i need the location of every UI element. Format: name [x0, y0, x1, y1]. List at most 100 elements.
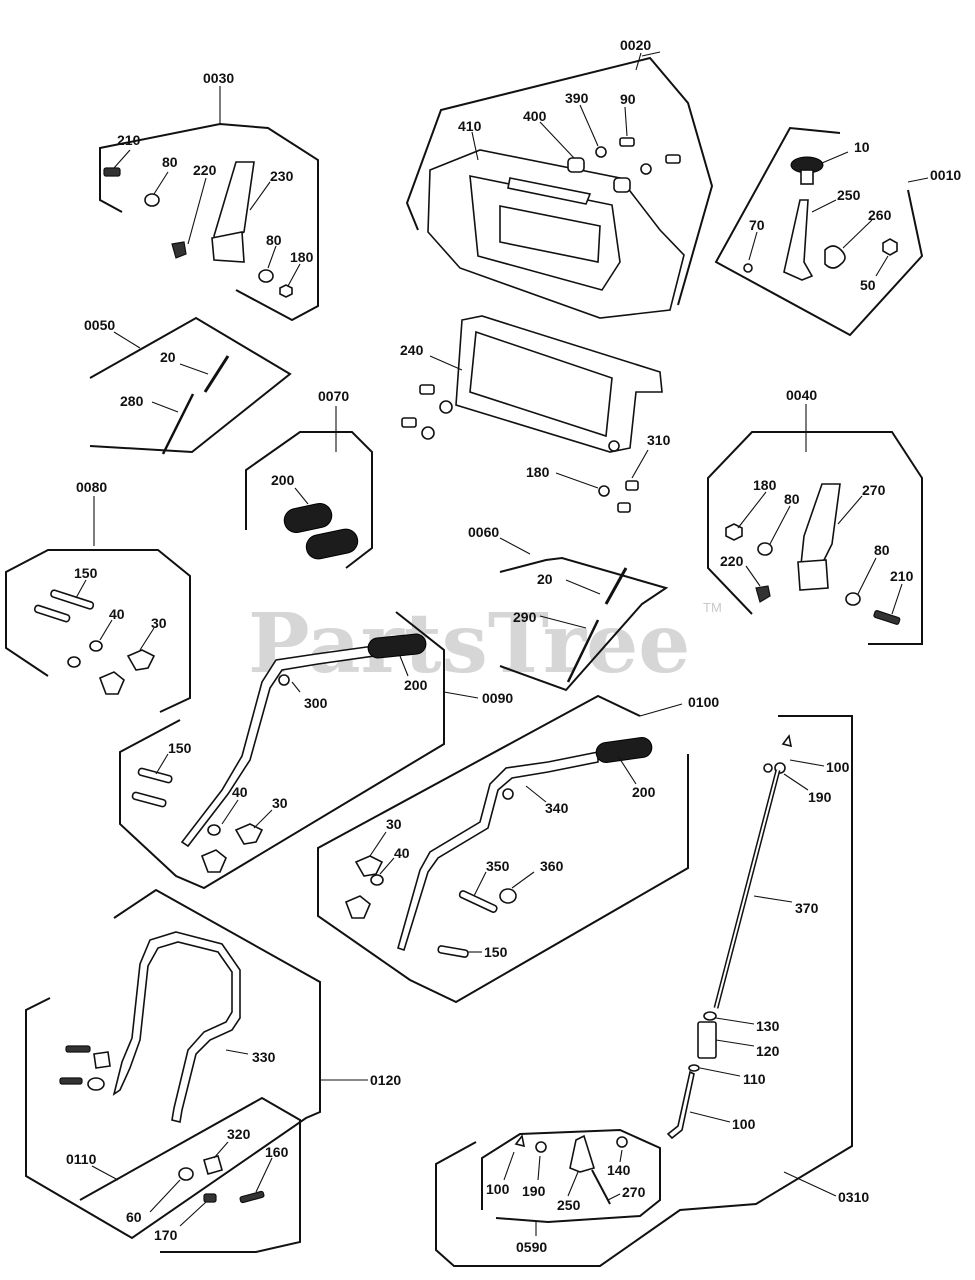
callout-150: 150 — [74, 565, 98, 581]
grip-200 — [305, 528, 359, 560]
callout-30: 30 — [272, 795, 288, 811]
callout-220: 220 — [720, 553, 744, 569]
callout-40: 40 — [232, 784, 248, 800]
callout-90: 90 — [620, 91, 636, 107]
callout-150: 150 — [484, 944, 508, 960]
label-assembly-0040: 0040 — [786, 387, 817, 403]
assembly-0310[interactable]: 0310 100 190 370 130 120 110 100 — [435, 715, 869, 1267]
label-assembly-0030: 0030 — [203, 70, 234, 86]
callout-250: 250 — [837, 187, 861, 203]
callout-60: 60 — [126, 1209, 142, 1225]
assembly-0020[interactable]: 0020 390 90 400 410 — [405, 37, 714, 319]
callout-30: 30 — [151, 615, 167, 631]
mounting-bracket-group[interactable]: 240 310 180 — [400, 315, 671, 513]
callout-70: 70 — [749, 217, 765, 233]
callout-180: 180 — [753, 477, 777, 493]
callout-110: 110 — [743, 1071, 766, 1087]
callout-350: 350 — [486, 858, 510, 874]
assembly-0030[interactable]: 0030 210 80 220 230 80 180 — [99, 70, 319, 322]
callout-140: 140 — [607, 1162, 631, 1178]
callout-100: 100 — [826, 759, 850, 775]
label-assembly-0060: 0060 — [468, 524, 499, 540]
callout-200: 200 — [271, 472, 295, 488]
callout-240: 240 — [400, 342, 424, 358]
callout-180: 180 — [290, 249, 314, 265]
callout-170: 170 — [154, 1227, 178, 1243]
assembly-0080[interactable]: 0080 150 40 30 — [5, 479, 191, 713]
callout-190: 190 — [522, 1183, 546, 1199]
callout-230: 230 — [270, 168, 294, 184]
callout-160: 160 — [265, 1144, 289, 1160]
callout-410: 410 — [458, 118, 482, 134]
callout-340: 340 — [545, 800, 569, 816]
callout-370: 370 — [795, 900, 819, 916]
callout-130: 130 — [756, 1018, 780, 1034]
callout-360: 360 — [540, 858, 564, 874]
callout-280: 280 — [120, 393, 144, 409]
callout-150: 150 — [168, 740, 192, 756]
grip-200 — [283, 503, 333, 533]
label-assembly-0110: 0110 — [66, 1151, 97, 1167]
callout-50: 50 — [860, 277, 876, 293]
label-assembly-0010: 0010 — [930, 167, 961, 183]
watermark-trademark: TM — [703, 600, 722, 615]
callout-290: 290 — [513, 609, 537, 625]
assembly-0050[interactable]: 0050 20 280 — [84, 316, 292, 455]
callout-270: 270 — [622, 1184, 646, 1200]
label-assembly-0020: 0020 — [620, 37, 651, 53]
callout-80: 80 — [266, 232, 282, 248]
label-assembly-0080: 0080 — [76, 479, 107, 495]
callout-210: 210 — [117, 132, 141, 148]
label-assembly-0590: 0590 — [516, 1239, 547, 1255]
label-assembly-0310: 0310 — [838, 1189, 869, 1205]
label-assembly-0090: 0090 — [482, 690, 513, 706]
callout-80: 80 — [784, 491, 800, 507]
assembly-0060[interactable]: 0060 20 290 — [468, 524, 669, 692]
assembly-0040[interactable]: 0040 180 80 270 220 80 210 — [707, 387, 923, 645]
callout-100: 100 — [732, 1116, 756, 1132]
bushing-400 — [567, 157, 585, 173]
callout-40: 40 — [394, 845, 410, 861]
callout-180: 180 — [526, 464, 550, 480]
callout-310: 310 — [647, 432, 671, 448]
callout-80: 80 — [162, 154, 178, 170]
assembly-0590[interactable]: 0590 100 190 140 250 270 — [481, 1128, 661, 1255]
callout-120: 120 — [756, 1043, 780, 1059]
callout-330: 330 — [252, 1049, 276, 1065]
assembly-0070[interactable]: 0070 200 — [245, 388, 373, 569]
callout-250: 250 — [557, 1197, 581, 1213]
assembly-0100[interactable]: 0100 340 200 30 40 350 360 150 — [317, 694, 719, 1004]
callout-190: 190 — [808, 789, 832, 805]
callout-20: 20 — [537, 571, 553, 587]
callout-100: 100 — [486, 1181, 510, 1197]
callout-200: 200 — [404, 677, 428, 693]
callout-80: 80 — [874, 542, 890, 558]
assembly-0120[interactable]: 0120 330 — [25, 888, 401, 1240]
callout-320: 320 — [227, 1126, 251, 1142]
assembly-0110[interactable]: 0110 320 160 60 170 — [66, 1096, 301, 1253]
label-assembly-0050: 0050 — [84, 317, 115, 333]
washer-390 — [595, 146, 607, 158]
assembly-0090[interactable]: 0090 300 200 150 40 30 — [119, 611, 513, 890]
label-assembly-0100: 0100 — [688, 694, 719, 710]
callout-220: 220 — [193, 162, 217, 178]
label-assembly-0070: 0070 — [318, 388, 349, 404]
callout-260: 260 — [868, 207, 892, 223]
callout-20: 20 — [160, 349, 176, 365]
callout-300: 300 — [304, 695, 328, 711]
callout-10: 10 — [854, 139, 870, 155]
grip-200 — [367, 633, 427, 659]
callout-40: 40 — [109, 606, 125, 622]
watermark-brand: PartsTree — [248, 596, 690, 692]
callout-270: 270 — [862, 482, 886, 498]
grip-200 — [595, 736, 653, 764]
callout-30: 30 — [386, 816, 402, 832]
callout-210: 210 — [890, 568, 914, 584]
callout-200: 200 — [632, 784, 656, 800]
callout-400: 400 — [523, 108, 547, 124]
label-assembly-0120: 0120 — [370, 1072, 401, 1088]
assembly-0010[interactable]: 0010 10 250 260 70 50 — [714, 126, 961, 337]
callout-390: 390 — [565, 90, 589, 106]
